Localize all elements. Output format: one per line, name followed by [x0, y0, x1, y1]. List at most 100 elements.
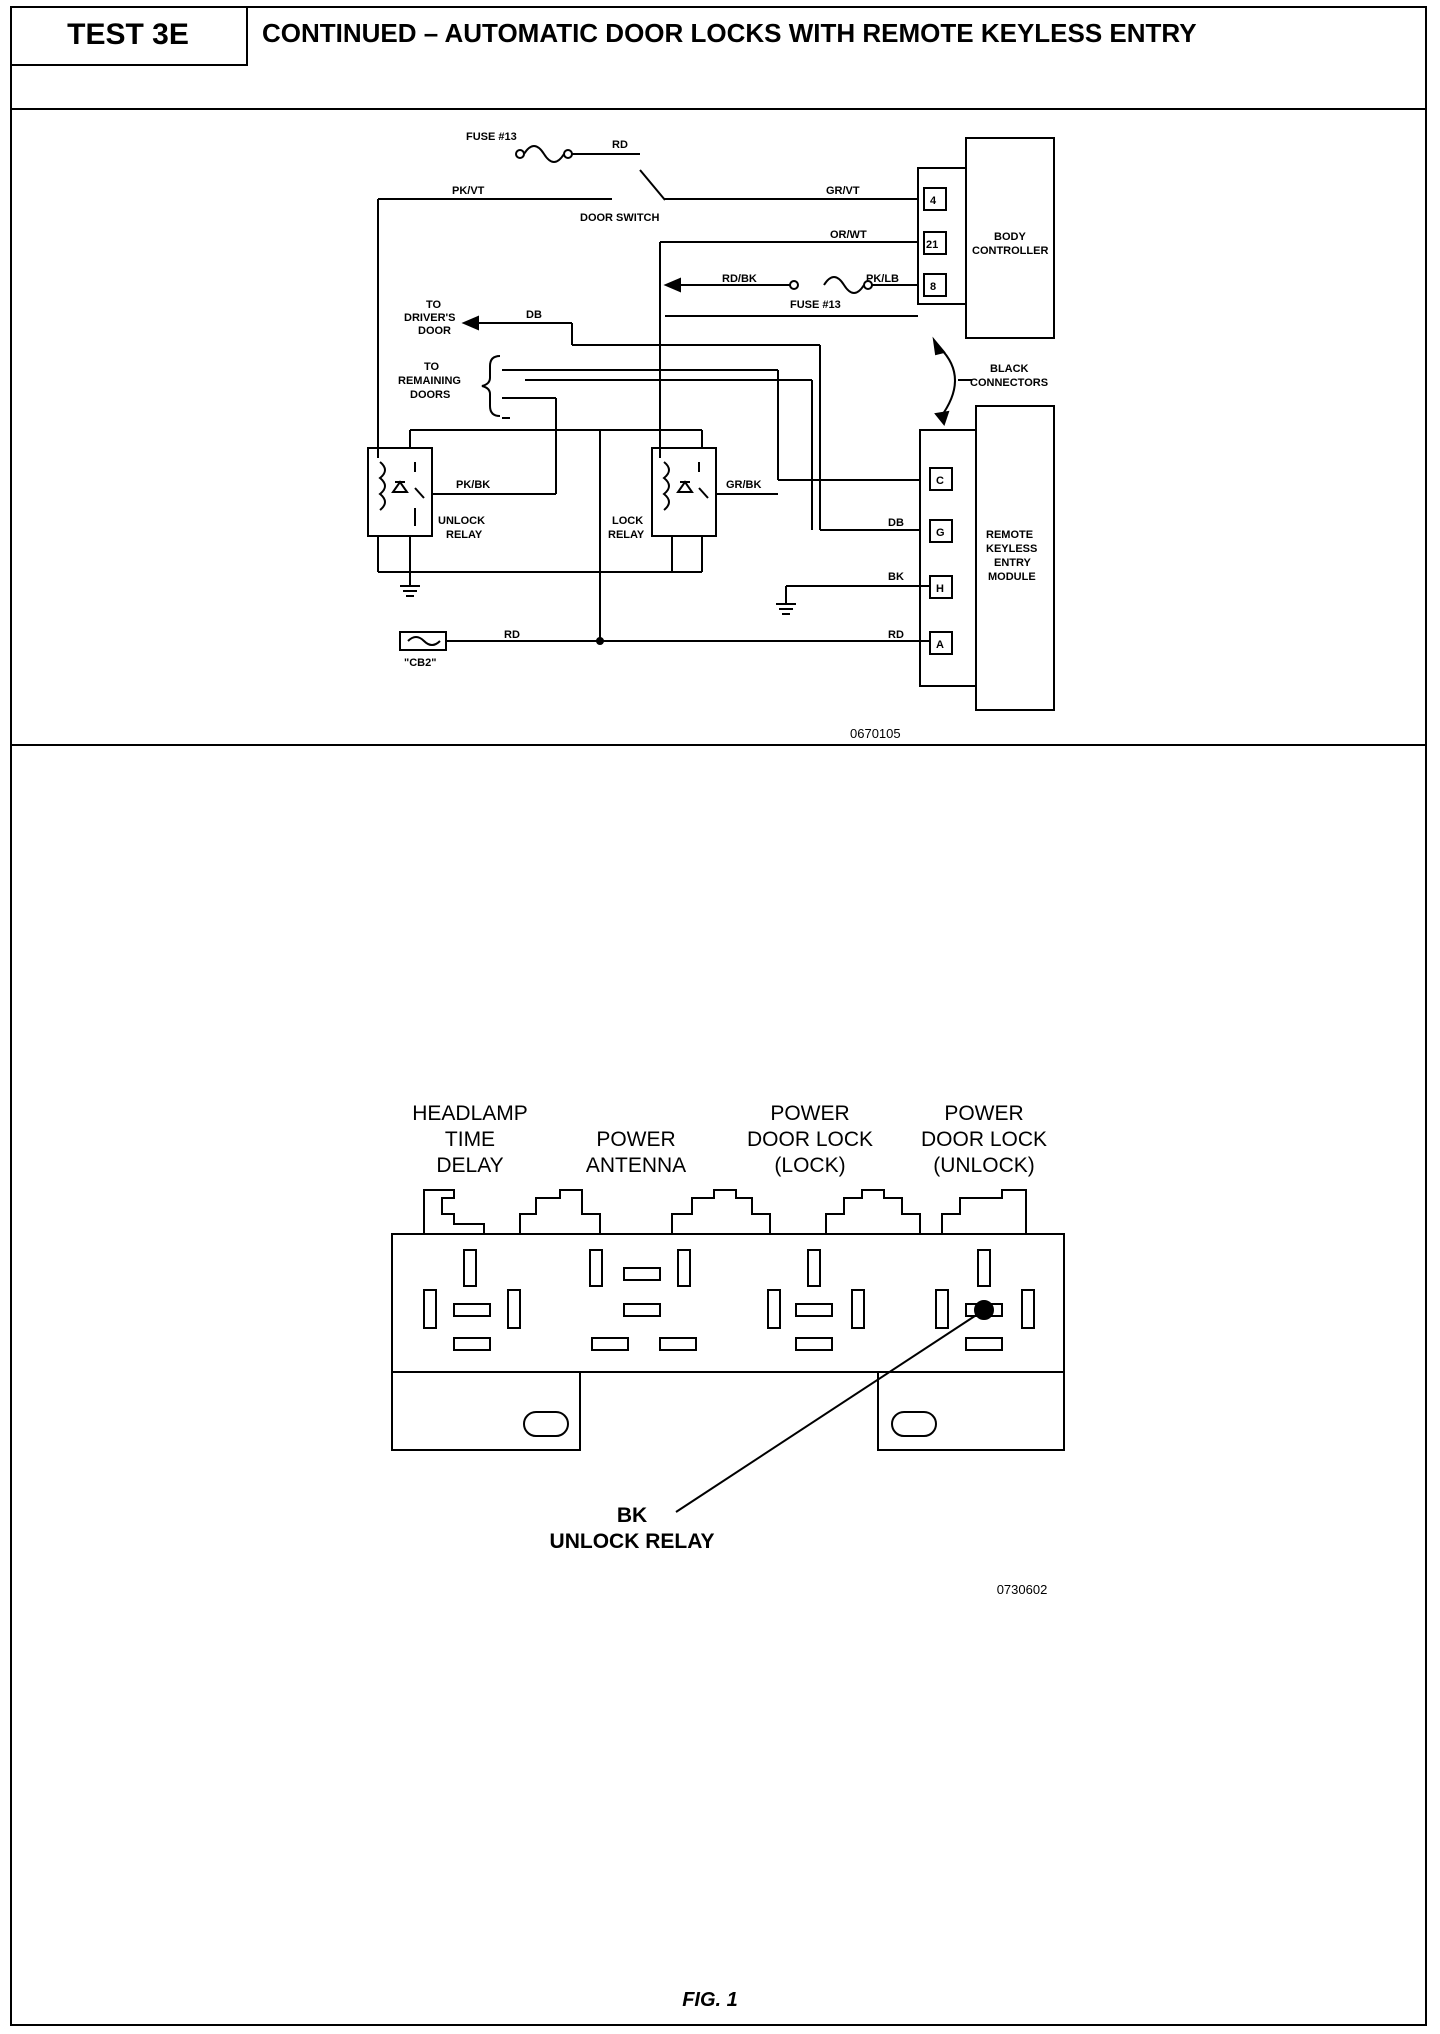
slot — [767, 1289, 781, 1329]
label-fuse-13-mid: FUSE #13 — [790, 299, 841, 311]
label-bk: BK — [888, 571, 904, 583]
label-pk-lb: PK/LB — [866, 273, 899, 285]
slot — [591, 1337, 629, 1351]
label-delay: DELAY — [436, 1154, 503, 1177]
slot — [453, 1303, 491, 1317]
label-keyless: KEYLESS — [986, 543, 1037, 555]
slot — [623, 1303, 661, 1317]
relay-block — [391, 1189, 1065, 1513]
fuse-13-top-terminal-right — [563, 149, 573, 159]
label-pdl-lock-1: POWER — [770, 1102, 849, 1125]
slot — [851, 1289, 865, 1329]
label-headlamp: HEADLAMP — [412, 1102, 528, 1125]
label-entry: ENTRY — [994, 557, 1032, 569]
label-power-antenna-1: POWER — [596, 1128, 675, 1151]
callout-line — [675, 1309, 985, 1513]
pin-c-box — [929, 467, 953, 491]
fuse-13-top-terminal-left — [515, 149, 525, 159]
slot — [1021, 1289, 1035, 1329]
fuse-13-top — [523, 145, 565, 163]
label-pdl-unlock-2: DOOR LOCK — [921, 1128, 1047, 1151]
label-unlock: UNLOCK — [438, 515, 485, 527]
label-fuse-13-top: FUSE #13 — [466, 131, 517, 143]
lock-relay-body — [651, 447, 717, 537]
tab-5 — [941, 1189, 1027, 1234]
slot — [795, 1303, 833, 1317]
label-drivers: DRIVER'S — [404, 312, 456, 324]
label-pdl-lock-2: DOOR LOCK — [747, 1128, 873, 1151]
slot — [807, 1249, 821, 1287]
label-gr-vt: GR/VT — [826, 185, 860, 197]
label-module: MODULE — [988, 571, 1036, 583]
section-divider — [10, 744, 1427, 746]
label-pin-g: G — [936, 527, 945, 539]
label-pin-a: A — [936, 639, 944, 651]
label-power-antenna-2: ANTENNA — [586, 1154, 686, 1177]
label-db-2: DB — [888, 517, 904, 529]
relay-block-labels: HEADLAMP TIME DELAY POWER ANTENNA POWER … — [412, 1102, 1047, 1597]
wiring-labels: FUSE #13 RD PK/VT DOOR SWITCH GR/VT OR/W… — [398, 131, 1048, 741]
pin-a-box — [929, 631, 953, 655]
label-relay-unlock: RELAY — [446, 529, 483, 541]
pin-21-box — [923, 231, 947, 255]
label-pin-c: C — [936, 475, 944, 487]
label-pin-h: H — [936, 583, 944, 595]
label-body: BODY — [994, 231, 1026, 243]
label-cb2: "CB2" — [404, 657, 436, 669]
label-to-2: TO — [424, 361, 440, 373]
label-time: TIME — [445, 1128, 495, 1151]
page-frame — [10, 6, 1427, 2026]
pin-4-box — [923, 187, 947, 211]
unlock-relay-body — [367, 447, 433, 537]
slot — [977, 1249, 991, 1287]
label-doors: DOORS — [410, 389, 450, 401]
tab-3 — [671, 1189, 771, 1234]
label-rd-top: RD — [612, 139, 628, 151]
label-door-switch: DOOR SWITCH — [580, 212, 659, 224]
label-remaining: REMAINING — [398, 375, 461, 387]
fuse-13-mid — [823, 276, 865, 294]
figure-id-1: 0670105 — [850, 726, 901, 741]
slot — [463, 1249, 477, 1287]
black-connectors-arrow — [939, 347, 956, 419]
label-lock: LOCK — [612, 515, 643, 527]
label-pk-vt: PK/VT — [452, 185, 485, 197]
label-pin-21: 21 — [926, 239, 938, 251]
slot — [935, 1289, 949, 1329]
label-rd-left: RD — [504, 629, 520, 641]
tab-4 — [825, 1189, 921, 1234]
mount-bracket-left — [391, 1371, 581, 1451]
label-gr-bk: GR/BK — [726, 479, 762, 491]
label-door: DOOR — [418, 325, 451, 337]
label-controller: CONTROLLER — [972, 245, 1048, 257]
test-label: TEST 3E — [10, 6, 248, 66]
mount-slot-left — [523, 1411, 569, 1437]
slot — [423, 1289, 437, 1329]
remaining-doors-brace — [481, 355, 501, 417]
mount-bracket-right — [877, 1371, 1065, 1451]
slot — [623, 1267, 661, 1281]
slot — [453, 1337, 491, 1351]
slot — [965, 1337, 1003, 1351]
slot — [589, 1249, 603, 1287]
wiring-diagram — [367, 137, 1055, 711]
label-pin-4: 4 — [930, 195, 937, 207]
tab-2 — [519, 1189, 601, 1234]
label-or-wt: OR/WT — [830, 229, 867, 241]
label-to-1: TO — [426, 299, 442, 311]
header-divider — [10, 108, 1427, 110]
label-rd-right: RD — [888, 629, 904, 641]
label-connectors: CONNECTORS — [970, 377, 1048, 389]
mount-slot-right — [891, 1411, 937, 1437]
fig-label: FIG. 1 — [682, 1989, 738, 2011]
label-pin-8: 8 — [930, 281, 936, 293]
slot — [677, 1249, 691, 1287]
rke-module — [975, 405, 1055, 711]
label-black: BLACK — [990, 363, 1029, 375]
label-pdl-unlock-1: POWER — [944, 1102, 1023, 1125]
label-relay-lock: RELAY — [608, 529, 645, 541]
slot — [795, 1337, 833, 1351]
tab-1 — [423, 1189, 485, 1234]
label-db-1: DB — [526, 309, 542, 321]
